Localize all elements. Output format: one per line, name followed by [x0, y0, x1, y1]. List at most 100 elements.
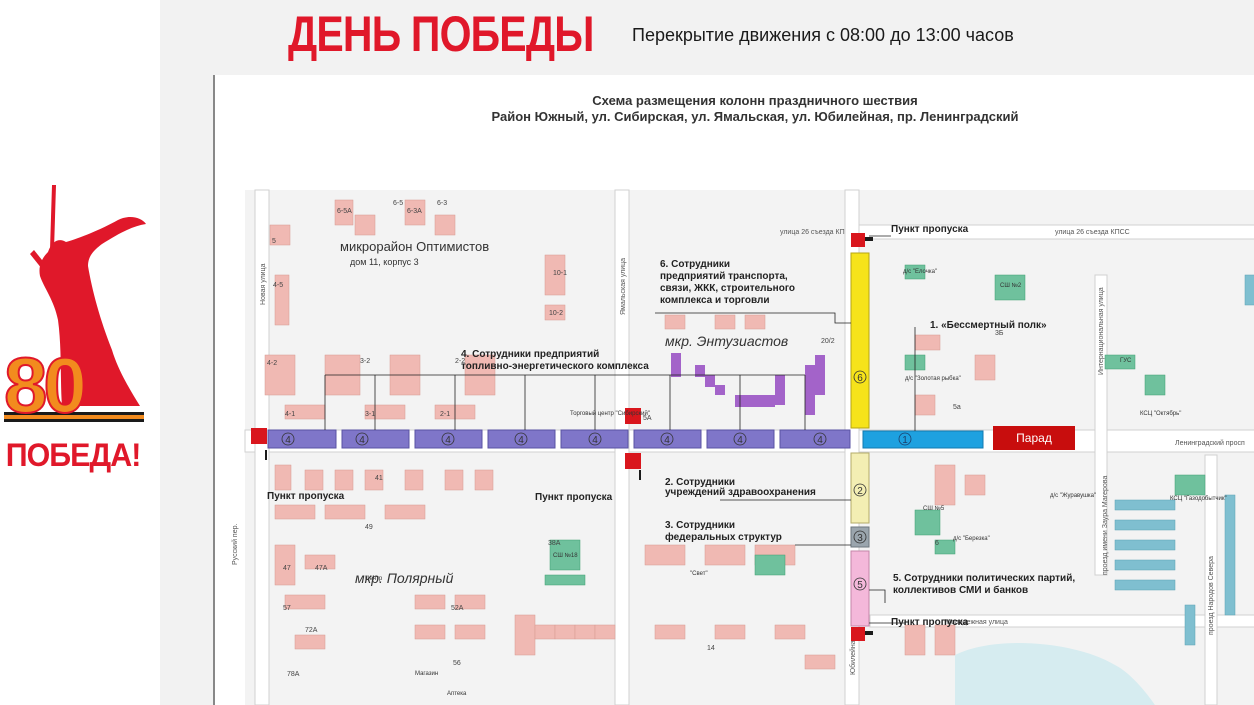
- group-3-line1: 3. Сотрудники: [665, 520, 735, 531]
- bld-label-26: 56: [453, 660, 461, 667]
- segment-6-label: 6: [857, 373, 863, 384]
- district-optimistov-address: дом 11, корпус 3: [350, 257, 419, 267]
- group-6-line4: комплекса и торговли: [660, 295, 770, 306]
- bld-label-6: 4-5: [273, 282, 283, 289]
- place-school18: СШ №18: [553, 552, 578, 559]
- group-2-line2: учреждений здравоохранения: [665, 487, 816, 498]
- street-leningrad-label: Ленинградский просп: [1175, 439, 1245, 447]
- entuziastov-buildings: [671, 353, 825, 415]
- bld-label-20: 72А: [305, 627, 318, 634]
- group-4-line1: 4. Сотрудники предприятий: [461, 349, 599, 360]
- bld-label-27: 6: [935, 540, 939, 547]
- bld-label-14: 2-1: [440, 411, 450, 418]
- page-subtitle: Перекрытие движения с 08:00 до 13:00 час…: [632, 25, 1014, 45]
- segment-4-label-6: 4: [664, 435, 670, 446]
- bld-label-3: 6-5: [393, 200, 403, 207]
- parade-label: Парад: [1016, 431, 1052, 445]
- place-zhuravushka: д/с "Журавушка": [1050, 493, 1096, 499]
- street-internatsionalnaya-label: Интернациональная улица: [1098, 287, 1105, 375]
- place-tsentr: Центр: [365, 576, 383, 582]
- place-magazin: Магазин: [415, 671, 438, 677]
- place-oktyabr: КСЦ "Октябрь": [1140, 411, 1181, 417]
- group-6-line2: предприятий транспорта,: [660, 271, 788, 282]
- map-title-line1: Схема размещения колонн праздничного шес…: [592, 93, 917, 108]
- street-novaya-label: Новая улица: [260, 263, 267, 305]
- checkpoint-label-4: Пункт пропуска: [891, 617, 969, 628]
- segment-3-label: 3: [857, 533, 863, 544]
- place-berezka: д/с "Березка": [953, 536, 990, 542]
- bld-label-13: 3-1: [365, 411, 375, 418]
- bld-label-15: 41: [375, 475, 383, 482]
- place-gazodobycha: КСЦ "Газодобытчик": [1170, 496, 1227, 502]
- bld-label-28: 3Б: [995, 330, 1004, 337]
- place-sibirsky: Торговый центр "Сибирский": [570, 410, 650, 417]
- bld-label-23: 38А: [548, 540, 561, 547]
- place-gus: ГУС: [1120, 358, 1132, 364]
- street-yubileynaya-label: Юбилейная: [849, 636, 857, 675]
- group-5-line1: 5. Сотрудники политических партий,: [893, 573, 1075, 584]
- column-4-segments: [267, 429, 851, 449]
- bld-label-10: 3-2: [360, 358, 370, 365]
- group-6-line1: 6. Сотрудники: [660, 259, 730, 270]
- bld-label-22: 52А: [451, 605, 464, 612]
- place-yolochka: д/с "Елочка": [903, 269, 937, 275]
- bld-label-17: 47: [283, 565, 291, 572]
- checkpoint-label-2: Пункт пропуска: [535, 492, 613, 503]
- bld-label-11: 2-2: [455, 358, 465, 365]
- street-yamalskaya-label: Ямальская улица: [620, 258, 627, 315]
- place-school2: СШ №2: [1000, 282, 1022, 289]
- district-entuziastov: мкр. Энтузиастов: [665, 333, 788, 349]
- segment-5-label: 5: [857, 580, 863, 591]
- segment-4-label-2: 4: [359, 435, 365, 446]
- district-optimistov: микрорайон Оптимистов: [340, 239, 489, 254]
- bld-label-4: 6-3А: [407, 208, 422, 215]
- street-26-short-label: улица 26 съезда КП: [780, 229, 845, 236]
- bld-label-8: 10-2: [549, 310, 563, 317]
- street-zaura-label: проезд имени Заура Магерова: [1102, 476, 1109, 575]
- place-zolotaya: д/с "Золотая рыбка": [905, 376, 961, 382]
- logo-ribbon: [4, 412, 144, 422]
- column-5-segment: [850, 550, 870, 627]
- checkpoint-label-3: Пункт пропуска: [891, 224, 969, 235]
- bld-label-30: 14: [707, 645, 715, 652]
- street-26-label: улица 26 съезда КПСС: [1055, 229, 1130, 236]
- group-4-line2: топливно-энергетического комплекса: [461, 361, 649, 372]
- lake: [955, 642, 1155, 705]
- callout-lines: [324, 235, 916, 624]
- group-6-line3: связи, ЖКК, строительного: [660, 283, 795, 294]
- segment-4-label-1: 4: [285, 435, 291, 446]
- bld-label-21: 78А: [287, 671, 300, 678]
- page-title: ДЕНЬ ПОБЕДЫ: [288, 6, 594, 62]
- street-molodezhnaya-label: Молодежная улица: [945, 619, 1008, 626]
- facilities: [544, 264, 1206, 586]
- logo-number: 80: [4, 341, 84, 429]
- checkpoint-flags: [265, 237, 873, 635]
- column-1-segment: [862, 430, 984, 449]
- column-3-segment: [850, 526, 870, 548]
- bld-label-2: 6-5А: [337, 208, 352, 215]
- bld-label-16: 49: [365, 524, 373, 531]
- bld-label-1: 5: [272, 238, 276, 245]
- parade-marker: [993, 426, 1075, 450]
- place-apteka: Аптека: [447, 691, 467, 697]
- route-map: Схема размещения колонн праздничного шес…: [213, 75, 1254, 705]
- segment-1-label: 1: [902, 435, 908, 446]
- segment-2-label: 2: [857, 486, 863, 497]
- buildings-blue: [1114, 274, 1254, 646]
- bld-label-9: 4-2: [267, 360, 277, 367]
- bld-label-12: 4-1: [285, 411, 295, 418]
- segment-4-label-7: 4: [737, 435, 743, 446]
- map-title-line2: Район Южный, ул. Сибирская, ул. Ямальска…: [492, 109, 1019, 124]
- street-russkiy-label: Русский пер.: [231, 524, 239, 565]
- column-2-segment: [850, 452, 870, 524]
- bld-label-29: 5а: [953, 404, 961, 411]
- place-sever: "Свет": [690, 571, 708, 577]
- segment-4-label-5: 4: [592, 435, 598, 446]
- victory-80-logo: 80 ПОБЕДА!: [3, 185, 147, 473]
- place-school5: СШ №5: [923, 505, 945, 512]
- segment-4-label-8: 4: [817, 435, 823, 446]
- group-5-line2: коллективов СМИ и банков: [893, 584, 1028, 596]
- column-6-segment: [850, 252, 870, 429]
- district-polyarny: мкр. Полярный: [355, 570, 454, 586]
- bld-label-24: 5А: [643, 415, 652, 422]
